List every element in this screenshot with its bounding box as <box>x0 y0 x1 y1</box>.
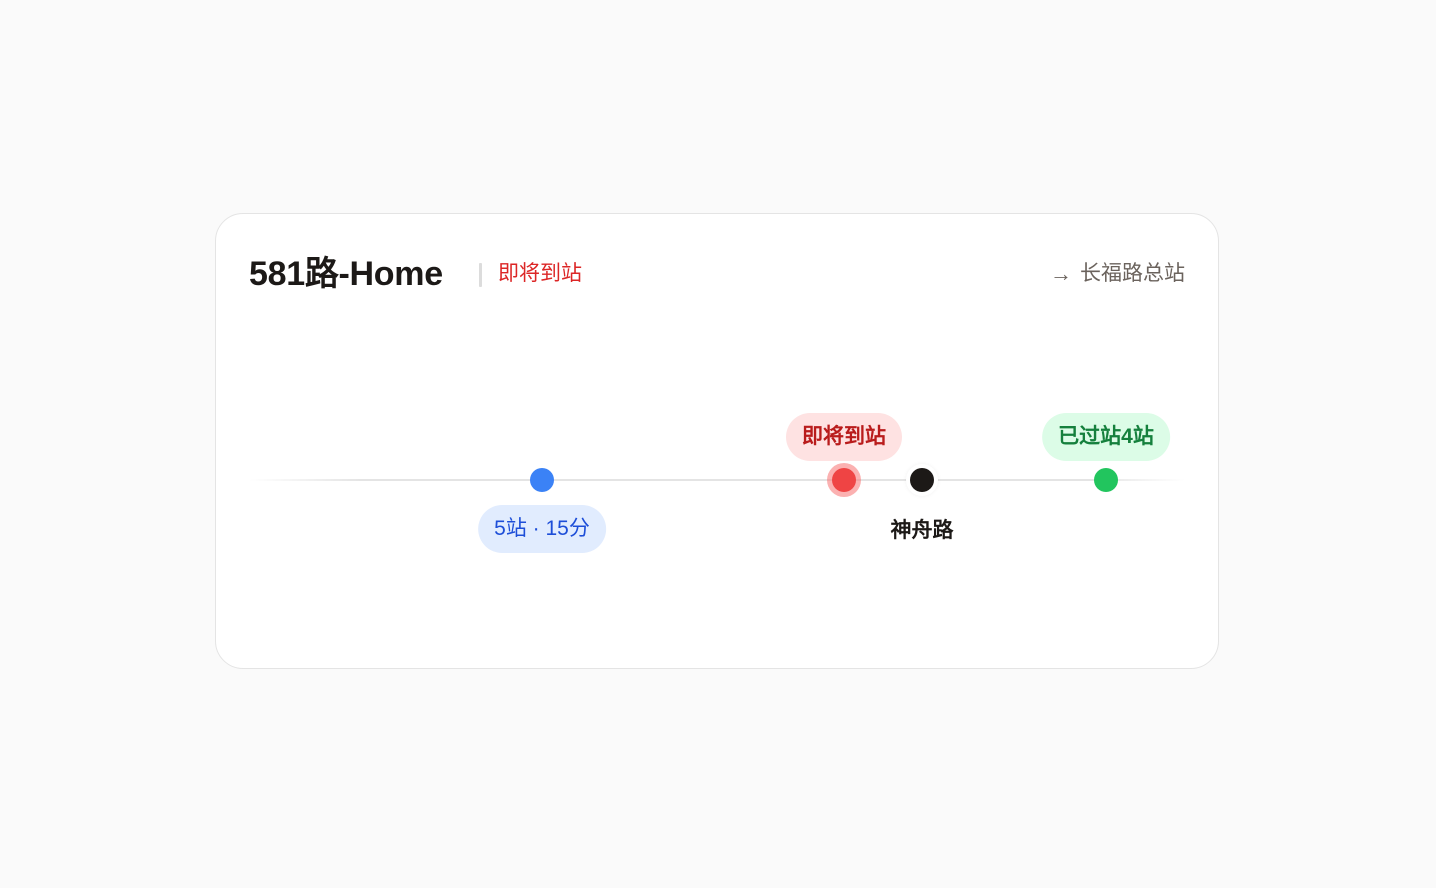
current-stop-label: 神舟路 <box>890 519 954 542</box>
title-divider <box>479 263 482 287</box>
bus-route-card[interactable]: 581路-Home 即将到站 → 长福路总站 5站 · 15分 即将到站 神舟路… <box>215 213 1219 669</box>
route-track-line <box>249 479 1185 481</box>
route-destination: → 长福路总站 <box>1050 259 1185 289</box>
bus-marker-blue <box>530 468 554 492</box>
bus-marker-red <box>832 468 856 492</box>
arrow-right-icon: → <box>1050 261 1072 286</box>
bus-eta-pill: 5站 · 15分 <box>478 505 606 553</box>
route-title: 581路-Home <box>249 255 443 293</box>
passed-pill: 已过站4站 <box>1042 413 1170 461</box>
route-status: 即将到站 <box>498 262 582 285</box>
arriving-pill: 即将到站 <box>786 413 902 461</box>
bus-marker-green <box>1094 468 1118 492</box>
destination-label: 长福路总站 <box>1080 262 1185 285</box>
current-stop-marker <box>910 468 934 492</box>
